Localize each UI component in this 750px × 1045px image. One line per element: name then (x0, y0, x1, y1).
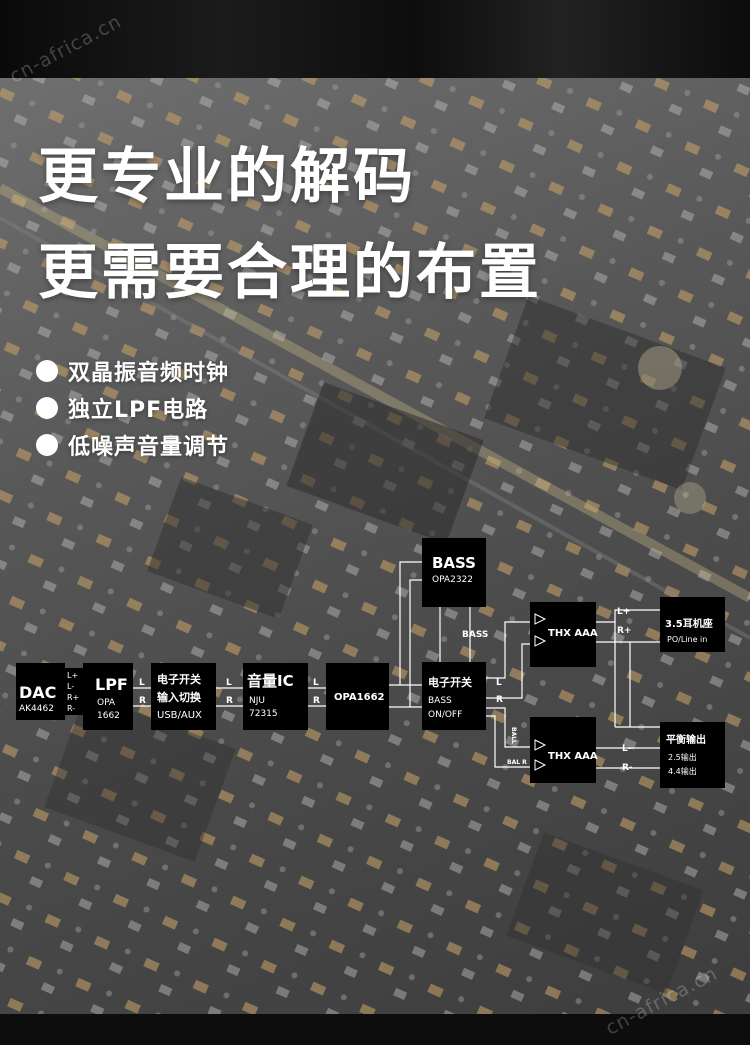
top-dark-band (0, 0, 750, 78)
dac-pin-label: R- (67, 704, 75, 713)
output-pin-label: R+ (617, 626, 631, 636)
input-switch-line3: USB/AUX (157, 710, 202, 721)
headphone-jack-block (660, 597, 725, 652)
feature-text: 低噪声音量调节 (68, 434, 230, 460)
feature-text: 双晶振音频时钟 (68, 360, 230, 386)
headphone-jack-subtitle: PO/Line in (667, 635, 707, 644)
pcb-background (0, 78, 750, 1014)
thx-amp-top-title: THX AAA (548, 628, 598, 639)
thx-amp-bottom-block (530, 717, 596, 783)
bass-line-label: BASS (462, 630, 488, 640)
volume-ic-subtitle: 72315 (249, 709, 278, 719)
dac-pin-label: R+ (67, 693, 79, 702)
feature-text: 独立LPF电路 (68, 397, 209, 423)
opa1662-title: OPA1662 (334, 692, 385, 703)
bal-r-label: BAL R (507, 759, 527, 766)
balanced-output-block (660, 722, 725, 788)
input-switch-block (151, 663, 216, 730)
lpf-subtitle: 1662 (97, 711, 120, 721)
feature-item: 低噪声音量调节 (36, 426, 229, 463)
channel-label: L (139, 678, 145, 688)
bass-block (422, 538, 486, 607)
lpf-block (83, 663, 133, 730)
input-switch-line2: 输入切换 (157, 690, 202, 704)
bullet-dot-icon (36, 433, 58, 456)
pcb-texture (0, 78, 750, 1014)
channel-label: R (139, 696, 146, 706)
bullet-dot-icon (36, 359, 58, 382)
bass-switch-line3: ON/OFF (428, 710, 462, 720)
dac-pin-label: L- (67, 682, 74, 691)
headline-line-2: 更需要合理的布置 (38, 238, 542, 308)
input-switch-line1: 电子开关 (157, 672, 201, 686)
headline-line-1: 更专业的解码 (38, 142, 416, 212)
output-pin-label: L+ (617, 607, 630, 617)
feature-item: 双晶振音频时钟 (36, 352, 229, 389)
feature-item: 独立LPF电路 (36, 389, 229, 426)
bass-switch-line2: BASS (428, 696, 452, 706)
balanced-output-subtitle: 4.4输出 (668, 766, 697, 776)
dac-pin-label: L+ (67, 671, 78, 680)
thx-amp-top-block (530, 602, 596, 667)
amp-triangle-icon (534, 739, 547, 751)
channel-label: L (226, 678, 232, 688)
output-pin-label: L- (622, 744, 632, 754)
dac-block (16, 663, 65, 720)
amp-triangle-icon (534, 613, 547, 625)
bullet-dot-icon (36, 396, 58, 419)
volume-ic-title: 音量IC (247, 672, 294, 690)
volume-ic-block (243, 663, 308, 730)
volume-ic-subtitle: NJU (249, 696, 265, 706)
headphone-jack-title: 3.5耳机座 (665, 617, 713, 630)
bass-subtitle: OPA2322 (432, 575, 473, 585)
channel-label: L (313, 678, 319, 688)
amp-triangle-icon (534, 759, 547, 771)
output-pin-label: R- (622, 763, 633, 773)
dac-pin-strip (65, 668, 83, 715)
feature-list: 双晶振音频时钟 独立LPF电路 低噪声音量调节 (36, 352, 229, 463)
opa1662-block (326, 663, 389, 730)
dac-title: DAC (19, 683, 56, 702)
ball-label: BALL (510, 727, 517, 744)
dac-subtitle: AK4462 (19, 704, 54, 714)
balanced-output-subtitle: 2.5输出 (668, 752, 697, 762)
channel-label: L (496, 678, 502, 688)
channel-label: R (496, 695, 503, 705)
bass-switch-line1: 电子开关 (428, 675, 472, 689)
bass-title: BASS (432, 554, 476, 572)
amp-triangle-icon (534, 635, 547, 647)
bass-switch-block (422, 662, 486, 730)
balanced-output-title: 平衡输出 (666, 733, 706, 746)
channel-label: R (313, 696, 320, 706)
thx-amp-bottom-title: THX AAA (548, 751, 598, 762)
lpf-title: LPF (95, 675, 128, 694)
bottom-dark-band (0, 1014, 750, 1045)
channel-label: R (226, 696, 233, 706)
lpf-subtitle: OPA (97, 698, 116, 708)
